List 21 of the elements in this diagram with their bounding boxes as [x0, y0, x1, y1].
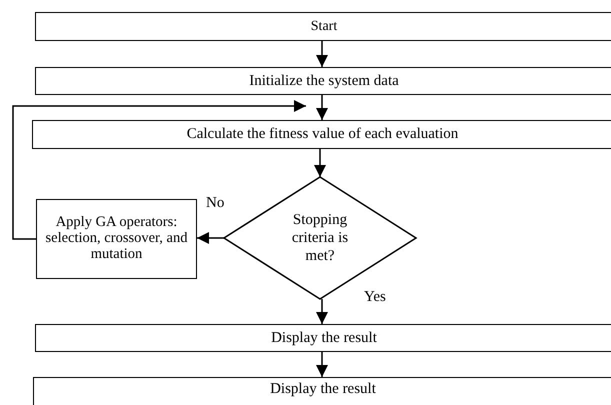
box-text: Apply GA operators: selection, crossover, and mutation [44, 215, 188, 263]
arrow [316, 299, 328, 324]
arrow [12, 100, 306, 240]
arrow [314, 149, 326, 177]
arrow [316, 352, 328, 377]
box-text: Display the result [271, 330, 377, 346]
process-box [32, 120, 611, 149]
arrow [316, 41, 328, 67]
edge-label: Yes [364, 290, 386, 305]
box-text: Display the result [270, 381, 376, 398]
process-box [35, 324, 611, 352]
arrow [316, 95, 328, 120]
box-text: Calculate the fitness value of each evaluation [186, 126, 458, 143]
process-box [35, 12, 611, 41]
decision-text: Stopping criteria is met? [290, 211, 350, 265]
box-text: Initialize the system data [249, 72, 399, 90]
arrow [197, 232, 224, 244]
box-text: Start [310, 18, 338, 34]
edge-label: No [206, 196, 224, 211]
process-box [36, 199, 197, 279]
process-box [35, 67, 611, 95]
